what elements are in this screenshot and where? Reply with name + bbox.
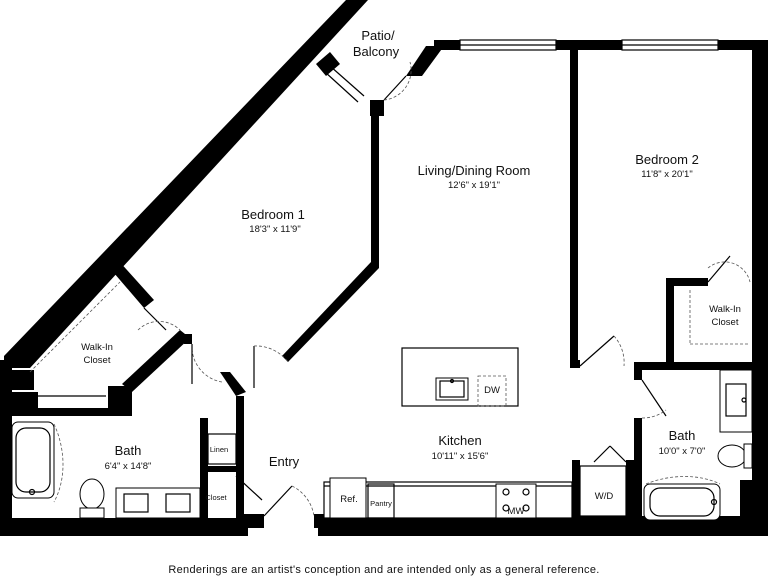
washer-dryer-label: W/D bbox=[595, 491, 614, 502]
room-labels: Patio/ Balcony Living/Dining Room 12'6" … bbox=[81, 28, 741, 472]
refrigerator-label: Ref. bbox=[340, 494, 357, 505]
kitchen-dims: 10'11" x 15'6" bbox=[432, 451, 489, 462]
patio-label-line1: Patio/ bbox=[361, 28, 395, 43]
interior-walls bbox=[12, 48, 760, 528]
bedroom1-dims: 18'3" x 11'9" bbox=[249, 224, 300, 235]
entry-label: Entry bbox=[269, 454, 300, 469]
walkin-closet1-label-line2: Closet bbox=[84, 355, 111, 366]
doors bbox=[137, 61, 751, 517]
walkin-closet2-label-line2: Closet bbox=[712, 317, 739, 328]
linen-label: Linen bbox=[210, 445, 228, 454]
bedroom1-label: Bedroom 1 bbox=[241, 207, 305, 222]
pantry-label: Pantry bbox=[370, 499, 392, 508]
fixture-labels: Linen Closet Ref. Pantry DW MW W/D bbox=[205, 385, 613, 517]
patio-label-line2: Balcony bbox=[353, 44, 400, 59]
bath1-label: Bath bbox=[115, 443, 142, 458]
walkin-closet1-label-line1: Walk-In bbox=[81, 342, 113, 353]
bath2-dims: 10'0" x 7'0" bbox=[659, 446, 706, 457]
bath2-label: Bath bbox=[669, 428, 696, 443]
walkin-closet2-label-line1: Walk-In bbox=[709, 304, 741, 315]
microwave-label: MW bbox=[508, 506, 525, 517]
closet-label: Closet bbox=[205, 493, 227, 502]
disclaimer-text: Renderings are an artist's conception an… bbox=[168, 564, 599, 576]
bedroom2-label: Bedroom 2 bbox=[635, 152, 699, 167]
bath1-dims: 6'4" x 14'8" bbox=[105, 461, 152, 472]
bedroom2-dims: 11'8" x 20'1" bbox=[641, 169, 692, 180]
kitchen-label: Kitchen bbox=[438, 433, 481, 448]
exterior-walls bbox=[0, 0, 768, 536]
living-room-dims: 12'6" x 19'1" bbox=[448, 180, 500, 191]
dishwasher-label: DW bbox=[484, 385, 500, 396]
living-room-label: Living/Dining Room bbox=[418, 163, 531, 178]
fixtures bbox=[11, 281, 753, 521]
